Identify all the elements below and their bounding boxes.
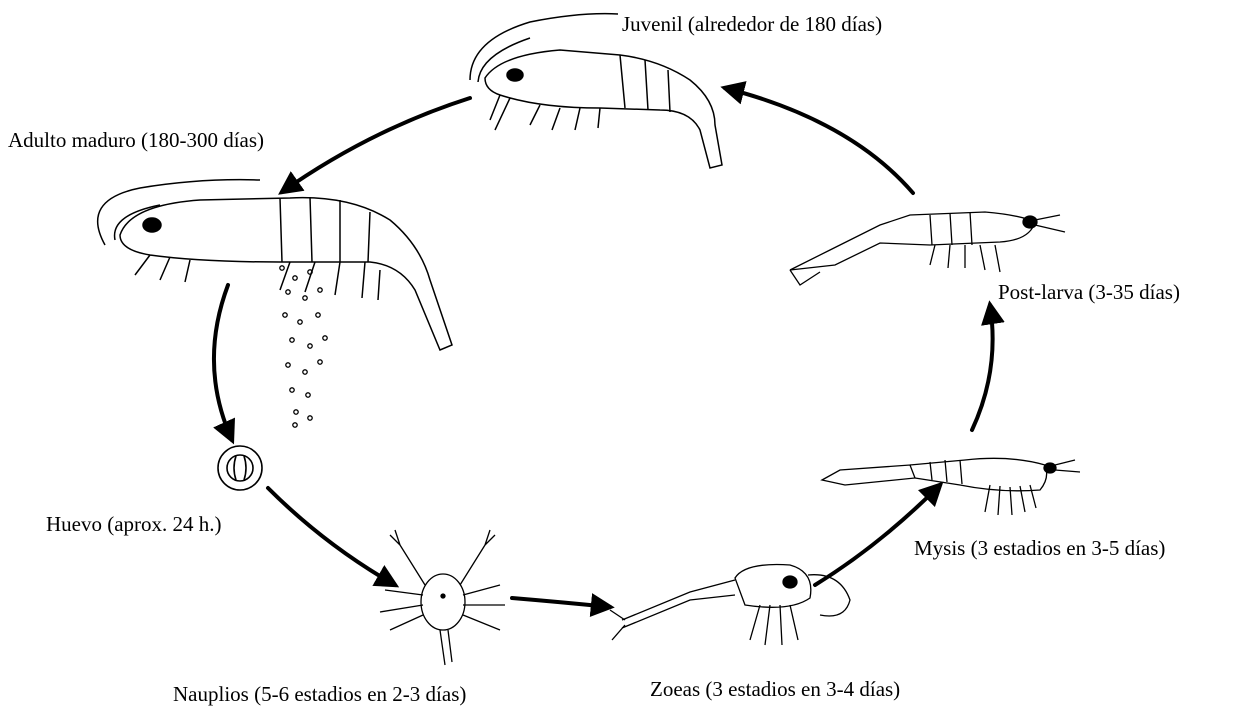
postlarva-illustration (790, 212, 1065, 285)
arrow-postlarva-to-juvenil (725, 88, 913, 193)
cycle-arrows (214, 88, 993, 607)
label-juvenil: Juvenil (alrededor de 180 días) (622, 14, 882, 35)
arrow-adulto-to-huevo (214, 285, 232, 440)
arrow-nauplios-to-zoeas (512, 598, 610, 607)
label-nauplios: Nauplios (5-6 estadios en 2-3 días) (173, 684, 466, 705)
arrow-zoeas-to-mysis (815, 485, 940, 585)
adulto-shrimp-illustration (98, 180, 452, 350)
egg-dots (280, 266, 327, 427)
arrow-mysis-to-postlarva (972, 305, 993, 430)
mysis-illustration (822, 458, 1080, 515)
zoeas-illustration (610, 565, 850, 645)
label-adulto: Adulto maduro (180-300 días) (8, 130, 264, 151)
nauplios-illustration (380, 530, 505, 665)
label-huevo: Huevo (aprox. 24 h.) (46, 514, 222, 535)
label-mysis: Mysis (3 estadios en 3-5 días) (914, 538, 1165, 559)
juvenil-shrimp-illustration (470, 14, 722, 168)
arrow-huevo-to-nauplios (268, 488, 395, 585)
label-zoeas: Zoeas (3 estadios en 3-4 días) (650, 679, 900, 700)
huevo-illustration (218, 446, 262, 490)
label-postlarva: Post-larva (3-35 días) (998, 282, 1180, 303)
arrow-juvenil-to-adulto (282, 98, 470, 192)
